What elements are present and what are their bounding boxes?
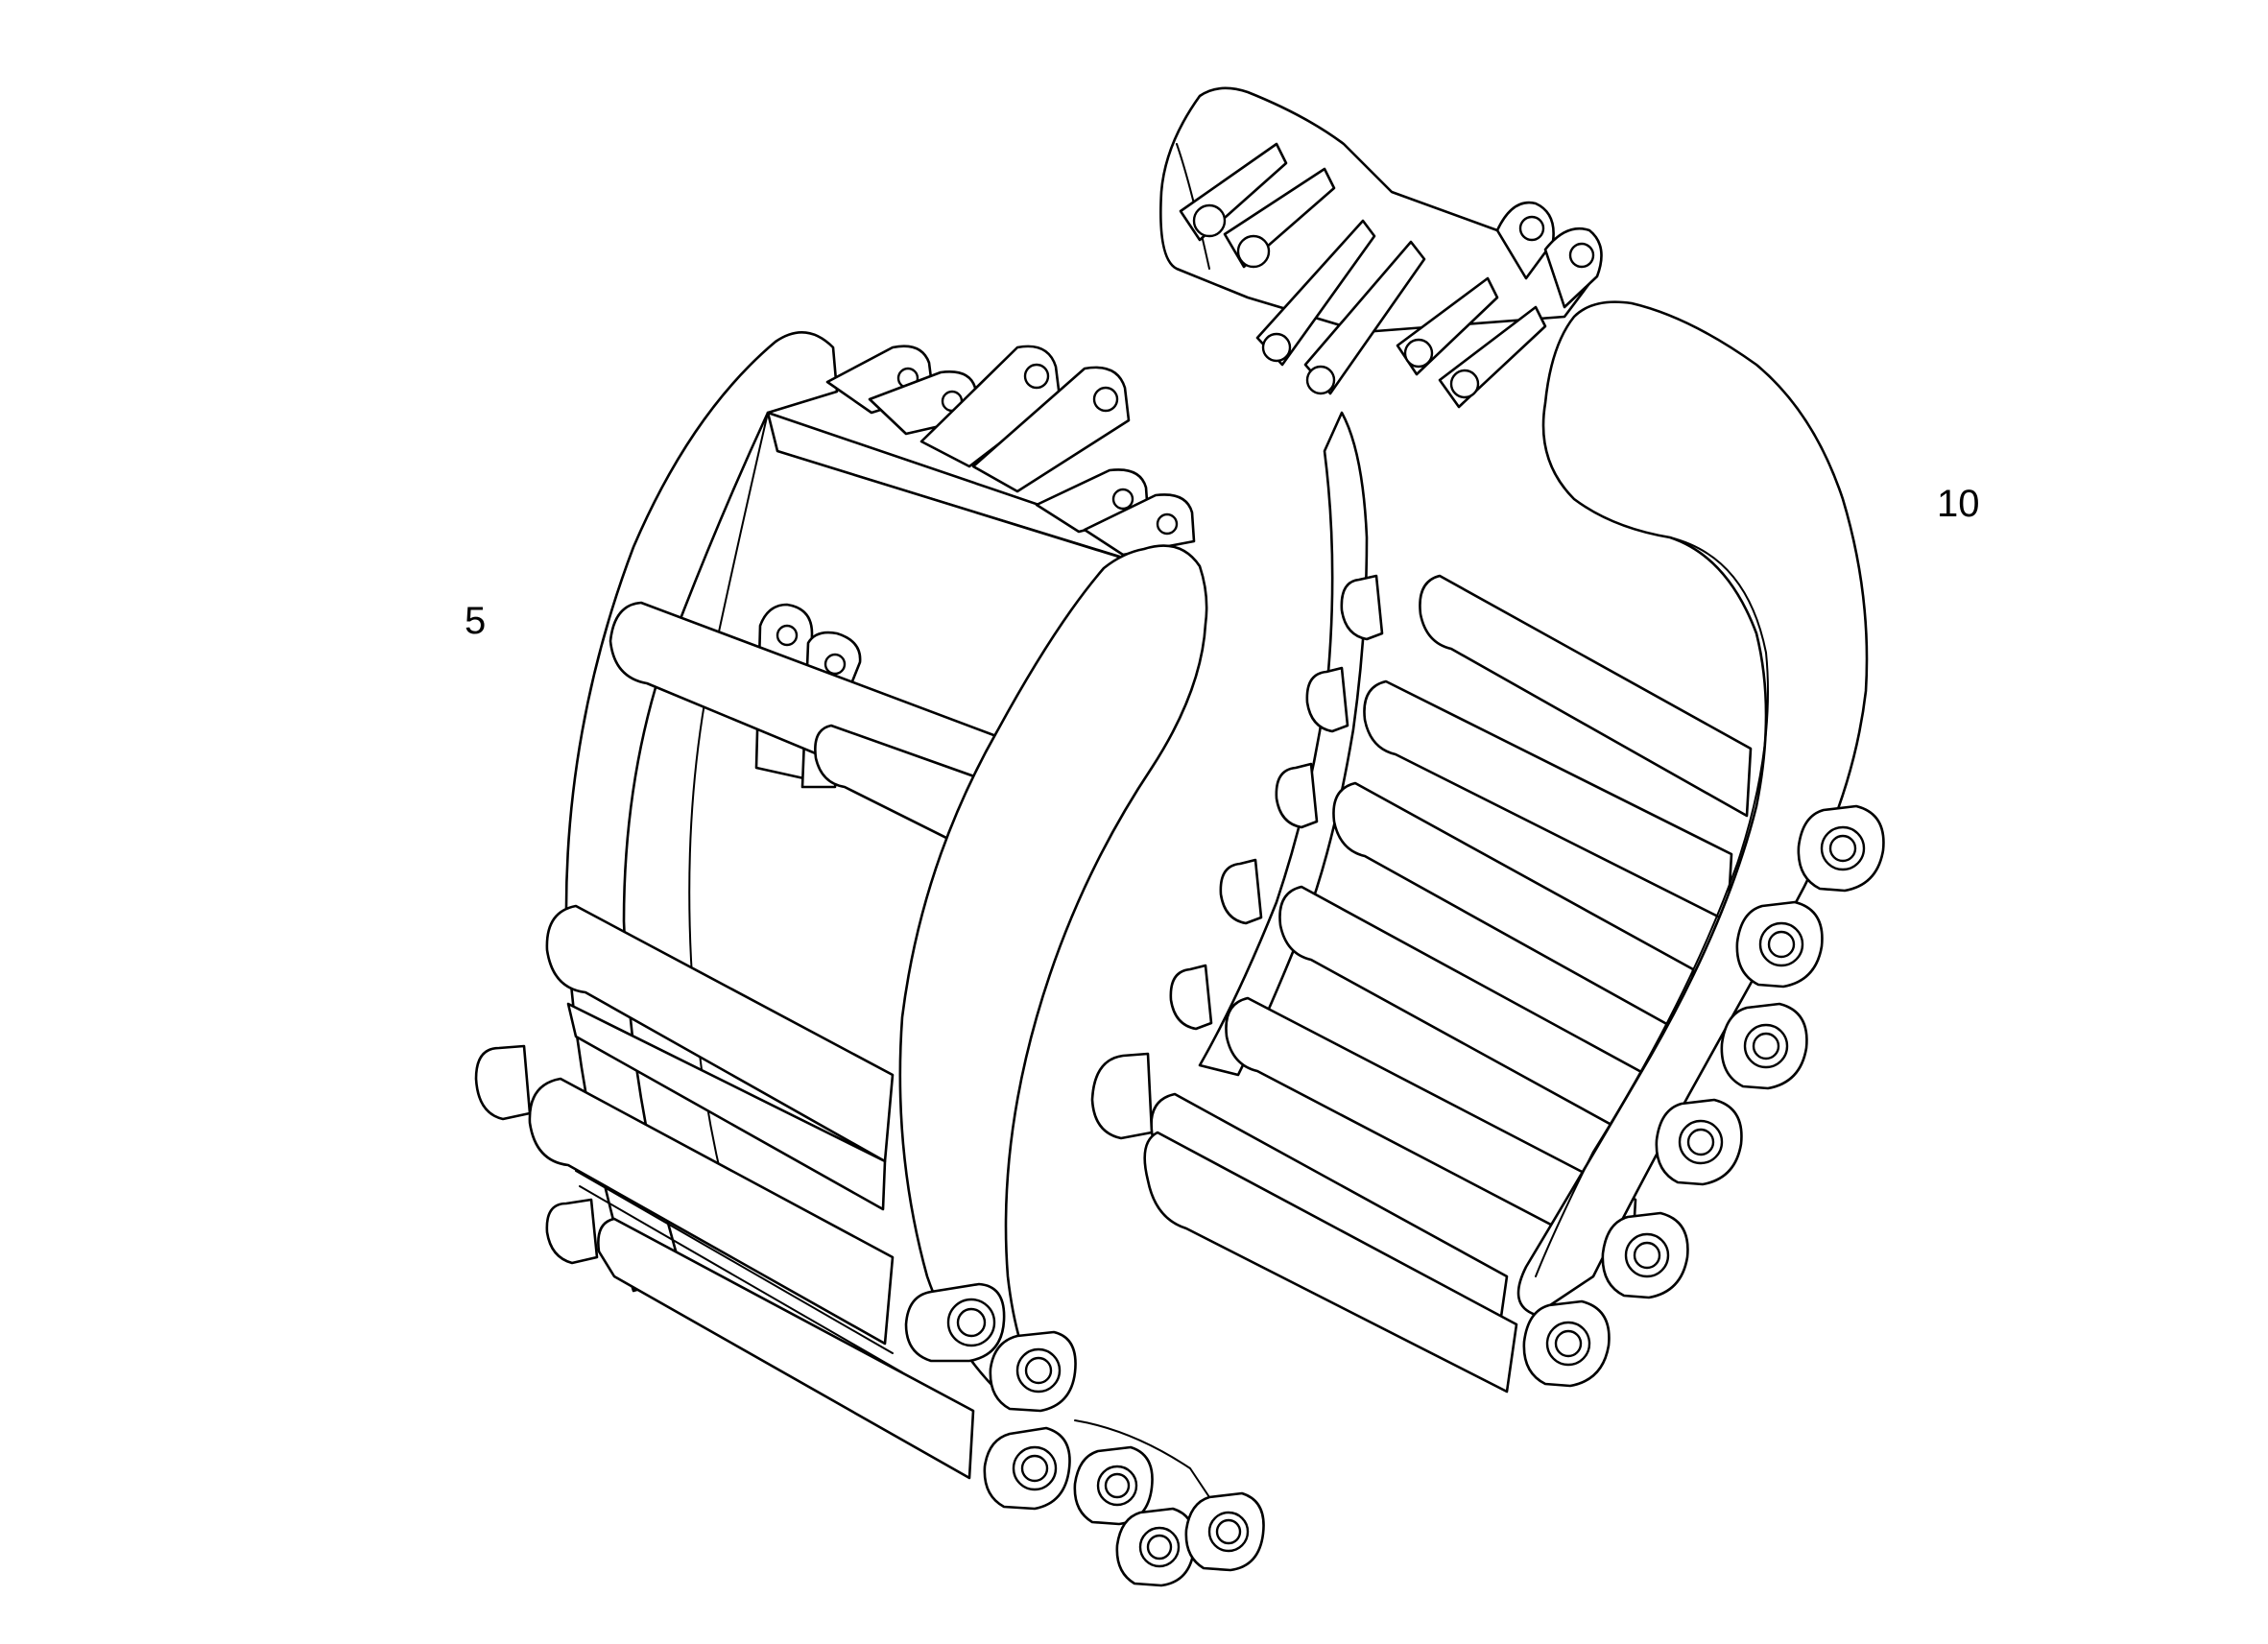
part-5-top-lugs bbox=[825, 345, 1196, 557]
callout-label-10: 10 bbox=[1937, 483, 1980, 525]
grapple-half-part-5 bbox=[474, 331, 1265, 1587]
part-5-front-arm bbox=[898, 544, 1208, 1394]
part-5-front-bushings bbox=[904, 1282, 1265, 1587]
part-10-rollers bbox=[1143, 574, 1753, 1394]
grapple-half-part-10 bbox=[1090, 86, 1885, 1394]
part-10-front-bushings bbox=[1522, 804, 1885, 1388]
part-5-left-bushings bbox=[474, 1044, 599, 1265]
part-10-front-arm bbox=[1516, 300, 1869, 1317]
part-5-rollers bbox=[528, 601, 1006, 1480]
part-10-top-lugs bbox=[1179, 142, 1603, 409]
callout-label-5: 5 bbox=[465, 600, 487, 642]
part-10-left-bushings bbox=[1090, 574, 1384, 1140]
